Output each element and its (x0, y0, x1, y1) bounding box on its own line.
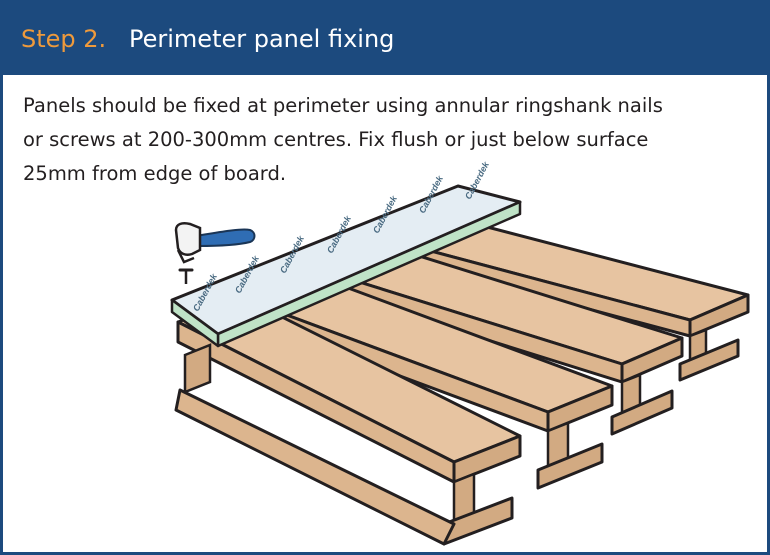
instruction-line-1: Panels should be fixed at perimeter usin… (23, 94, 663, 117)
instruction-line-2: or screws at 200-300mm centres. Fix flus… (23, 128, 649, 151)
joist-1 (174, 296, 522, 546)
nail-icon (178, 268, 194, 284)
floor-panel-illustration: Caberdek Caberdek Caberdek Caberdek Cabe… (170, 159, 750, 546)
instruction-line-3: 25mm from edge of board. (23, 162, 287, 185)
step-number: Step 2. (21, 25, 107, 53)
instruction-text: Panels should be fixed at perimeter usin… (23, 89, 663, 191)
hammer-icon (174, 222, 256, 264)
joist-4 (410, 220, 750, 382)
joist-2 (266, 280, 614, 490)
step-title: Perimeter panel fixing (129, 25, 395, 53)
step-header: Step 2. Perimeter panel fixing (3, 3, 767, 75)
